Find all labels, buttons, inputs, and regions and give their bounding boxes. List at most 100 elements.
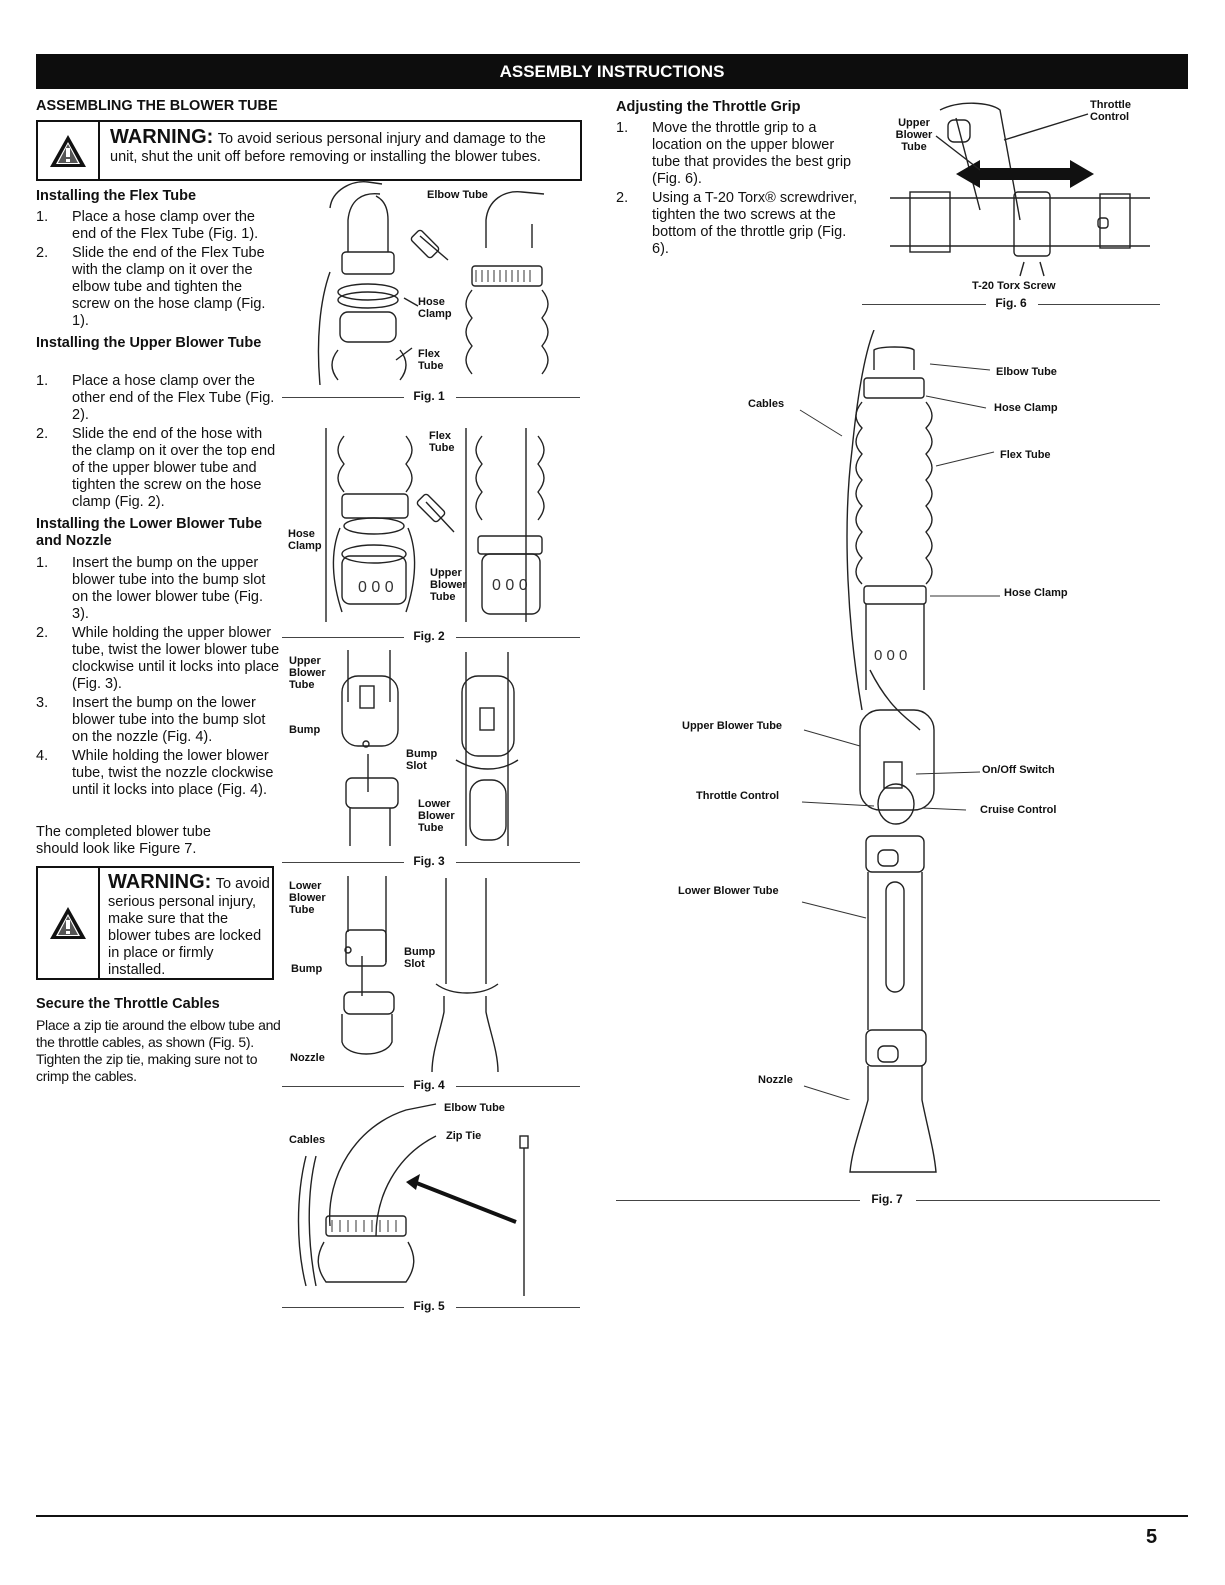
fig4-lower-blower-tube-label: Lower Blower Tube — [289, 880, 326, 916]
fig7-elbow-tube-label: Elbow Tube — [996, 366, 1057, 378]
fig6-upper-blower-tube-label: Upper Blower Tube — [895, 117, 933, 153]
flex-tube-steps: 1.Place a hose clamp over the end of the… — [36, 209, 280, 330]
list-item: 2.Using a T-20 Torx® screwdriver, tighte… — [616, 190, 858, 257]
list-item: 2.While holding the upper blower tube, t… — [36, 625, 280, 692]
fig5-illustration — [297, 1103, 529, 1296]
fig2-rule-right — [456, 637, 580, 638]
fig5-zip-tie-label: Zip Tie — [446, 1130, 482, 1142]
lower-tube-steps: 1.Insert the bump on the upper blower tu… — [36, 555, 282, 799]
list-item: 1.Move the throttle grip to a location o… — [616, 120, 852, 187]
list-item: 4.While holding the lower blower tube, t… — [36, 748, 274, 798]
page-number: 5 — [1146, 1526, 1158, 1548]
warning-text: To avoid — [215, 876, 270, 892]
fig4-rule-left — [282, 1086, 404, 1087]
fig2-rule-left — [282, 637, 404, 638]
fig7-flex-tube-label: Flex Tube — [1000, 449, 1051, 461]
fig2-flex-tube-label: Flex Tube — [429, 430, 455, 454]
warning-icon-cell — [38, 868, 100, 978]
fig4-caption: Fig. 4 — [413, 1078, 445, 1092]
fig3-bump-slot-label: Bump Slot — [406, 748, 438, 772]
page-header-banner: ASSEMBLY INSTRUCTIONS — [36, 54, 1188, 89]
fig7-throttle-control-label: Throttle Control — [696, 790, 780, 802]
svg-text:0 0 0: 0 0 0 — [492, 577, 528, 594]
fig1-elbow-tube-label: Elbow Tube — [427, 189, 488, 201]
completed-note: The completed blower tube should look li… — [36, 824, 211, 857]
fig7-cruise-control-label: Cruise Control — [980, 804, 1057, 816]
fig3-lower-blower-tube-label: Lower Blower Tube — [418, 798, 455, 834]
fig6-caption: Fig. 6 — [995, 296, 1027, 310]
warning-icon-cell — [38, 122, 100, 179]
fig5-elbow-tube-label: Elbow Tube — [444, 1102, 505, 1114]
warning-text-line2: unit, shut the unit off before removing … — [110, 149, 541, 165]
list-item: 1.Insert the bump on the upper blower tu… — [36, 555, 266, 622]
fig4-nozzle-label: Nozzle — [290, 1052, 325, 1064]
fig6-rule-right — [1038, 304, 1160, 305]
section-title: ASSEMBLING THE BLOWER TUBE — [36, 98, 278, 114]
warning-title: WARNING: — [110, 126, 214, 148]
fig7-upper-blower-tube-label: Upper Blower Tube — [682, 720, 783, 732]
throttle-grip-steps: 1.Move the throttle grip to a location o… — [616, 120, 864, 258]
upper-tube-heading: Installing the Upper Blower Tube — [36, 335, 262, 351]
fig7-rule-left — [616, 1200, 860, 1201]
fig1-illustration — [317, 181, 549, 386]
fig4-illustration — [341, 876, 499, 1073]
list-item: 3.Insert the bump on the lower blower tu… — [36, 695, 266, 745]
list-item: 1.Place a hose clamp over the end of the… — [36, 209, 259, 242]
svg-text:0 0 0: 0 0 0 — [874, 647, 907, 664]
warning-box-2: WARNING: To avoid serious personal injur… — [36, 866, 274, 980]
fig3-caption: Fig. 3 — [413, 854, 445, 868]
fig4-bump-label: Bump — [291, 963, 323, 975]
upper-tube-steps: 1.Place a hose clamp over the other end … — [36, 373, 280, 511]
list-item: 1.Place a hose clamp over the other end … — [36, 373, 275, 423]
warning-text: To avoid serious personal injury and dam… — [217, 131, 546, 147]
lower-tube-heading: Installing the Lower Blower Tube and Noz… — [36, 516, 263, 549]
fig5-cables-label: Cables — [289, 1134, 326, 1146]
warning-triangle-icon — [50, 134, 86, 167]
warning-triangle-icon — [50, 907, 86, 939]
fig1-flex-tube-label: Flex Tube — [418, 348, 444, 372]
fig3-illustration — [341, 650, 519, 846]
fig1-rule-right — [456, 397, 580, 398]
fig7-hose-clamp-top-label: Hose Clamp — [994, 402, 1058, 414]
fig7-caption: Fig. 7 — [871, 1192, 903, 1206]
fig1-caption: Fig. 1 — [413, 389, 445, 403]
fig6-torx-screw-label: T-20 Torx Screw — [972, 280, 1056, 292]
throttle-cables-text: Place a zip tie around the elbow tube an… — [36, 1017, 281, 1084]
fig5-rule-right — [456, 1307, 580, 1308]
fig3-rule-right — [456, 862, 580, 863]
list-item: 2.Slide the end of the Flex Tube with th… — [36, 245, 266, 329]
fig7-leader-lines — [799, 363, 1000, 1100]
fig5-rule-left — [282, 1307, 404, 1308]
fig2-illustration: 0 0 0 0 0 0 — [325, 428, 545, 622]
fig1-rule-left — [282, 397, 404, 398]
throttle-grip-heading: Adjusting the Throttle Grip — [616, 99, 801, 115]
fig7-nozzle-label: Nozzle — [758, 1074, 793, 1086]
warning-box-1: WARNING: To avoid serious personal injur… — [36, 120, 582, 181]
fig2-hose-clamp-label: Hose Clamp — [288, 528, 322, 552]
fig3-upper-blower-tube-label: Upper Blower Tube — [289, 655, 326, 691]
fig7-rule-right — [916, 1200, 1160, 1201]
warning-title: WARNING: — [108, 871, 212, 893]
throttle-cables-heading: Secure the Throttle Cables — [36, 996, 220, 1012]
svg-text:0 0 0: 0 0 0 — [358, 579, 394, 596]
warning-text-rest: serious personal injury, make sure that … — [108, 894, 262, 978]
fig4-bump-slot-label: Bump Slot — [404, 946, 436, 970]
fig5-caption: Fig. 5 — [413, 1299, 445, 1313]
fig7-hose-clamp-bottom-label: Hose Clamp — [1004, 587, 1068, 599]
list-item: 2.Slide the end of the hose with the cla… — [36, 426, 276, 510]
fig2-upper-blower-tube-label: Upper Blower Tube — [430, 567, 467, 603]
fig4-rule-right — [456, 1086, 580, 1087]
fig7-illustration: 0 0 0 — [846, 330, 937, 1173]
fig6-illustration — [890, 102, 1150, 277]
fig1-hose-clamp-label: Hose Clamp — [418, 296, 452, 320]
flex-tube-heading: Installing the Flex Tube — [36, 188, 197, 204]
fig3-bump-label: Bump — [289, 724, 321, 736]
fig6-throttle-control-label: Throttle Control — [1090, 99, 1131, 123]
fig6-rule-left — [862, 304, 986, 305]
fig7-lower-blower-tube-label: Lower Blower Tube — [678, 885, 779, 897]
fig7-on-off-switch-label: On/Off Switch — [982, 764, 1055, 776]
footer-rule — [36, 1515, 1188, 1517]
fig7-cables-label: Cables — [748, 398, 785, 410]
fig2-caption: Fig. 2 — [413, 629, 445, 643]
fig3-rule-left — [282, 862, 404, 863]
